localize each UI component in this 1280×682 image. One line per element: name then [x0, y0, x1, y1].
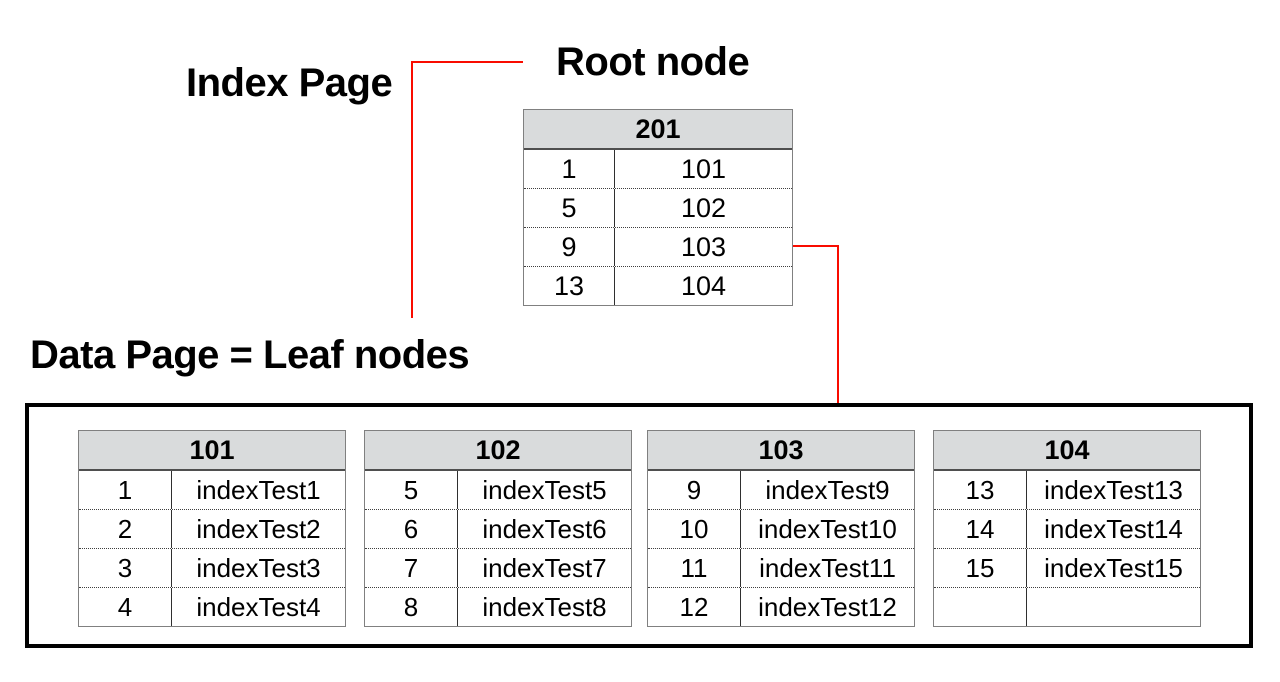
- key-cell: 12: [648, 588, 741, 626]
- key-cell: 11: [648, 549, 741, 587]
- root-node-table: 201 1 101 5 102 9 103 13 104: [523, 109, 793, 306]
- table-row: 7 indexTest7: [365, 548, 631, 587]
- key-cell: 6: [365, 510, 458, 548]
- table-row: 2 indexTest2: [79, 509, 345, 548]
- table-body: 1 indexTest1 2 indexTest2 3 indexTest3 4 indexT…: [79, 471, 345, 626]
- table-row: 13 104: [524, 266, 792, 305]
- key-cell: 4: [79, 588, 172, 626]
- data-page-label: Data Page = Leaf nodes: [30, 333, 470, 377]
- table-header: 102: [365, 431, 631, 471]
- value-cell: indexTest11: [759, 552, 896, 583]
- value-cell: 103: [680, 231, 727, 262]
- table-row: 14 indexTest14: [934, 509, 1200, 548]
- value-cell: indexTest13: [1044, 474, 1183, 505]
- table-row: 4 indexTest4: [79, 587, 345, 626]
- table-header: 101: [79, 431, 345, 471]
- key-cell: 5: [365, 471, 458, 509]
- table-row: 6 indexTest6: [365, 509, 631, 548]
- value-cell: indexTest14: [1044, 513, 1183, 544]
- key-cell: 8: [365, 588, 458, 626]
- leaf-table-104: 104 13 indexTest13 14 indexTest14 15 indexTes…: [933, 430, 1201, 627]
- key-cell: 1: [524, 150, 615, 188]
- key-cell: 10: [648, 510, 741, 548]
- key-cell: 7: [365, 549, 458, 587]
- key-cell: 1: [79, 471, 172, 509]
- key-cell: 14: [934, 510, 1027, 548]
- table-body: 1 101 5 102 9 103 13 104: [524, 150, 792, 305]
- value-cell: indexTest4: [196, 591, 321, 622]
- index-page-label: Index Page: [186, 61, 393, 105]
- leaf-table-101: 101 1 indexTest1 2 indexTest2 3 indexTest3 4 in…: [78, 430, 346, 627]
- value-cell: indexTest2: [196, 513, 321, 544]
- value-cell: indexTest7: [482, 552, 607, 583]
- index-page-connector-vertical-line: [411, 61, 413, 318]
- root-to-leaf-connector-horizontal-line: [793, 245, 839, 247]
- table-row: 11 indexTest11: [648, 548, 914, 587]
- table-body: 5 indexTest5 6 indexTest6 7 indexTest7 8 indexT…: [365, 471, 631, 626]
- key-cell: 15: [934, 549, 1027, 587]
- table-row: 15 indexTest15: [934, 548, 1200, 587]
- table-row: 10 indexTest10: [648, 509, 914, 548]
- table-row: [934, 587, 1200, 626]
- value-cell: indexTest3: [196, 552, 321, 583]
- key-cell: 13: [934, 471, 1027, 509]
- table-row: 3 indexTest3: [79, 548, 345, 587]
- table-row: 13 indexTest13: [934, 471, 1200, 509]
- value-cell: indexTest8: [482, 591, 607, 622]
- value-cell: indexTest1: [196, 474, 321, 505]
- key-cell: 3: [79, 549, 172, 587]
- table-row: 5 indexTest5: [365, 471, 631, 509]
- value-cell: indexTest15: [1044, 552, 1183, 583]
- table-header: 103: [648, 431, 914, 471]
- table-row: 5 102: [524, 188, 792, 227]
- value-cell: 102: [680, 192, 727, 223]
- key-cell: 9: [524, 228, 615, 266]
- table-row: 1 indexTest1: [79, 471, 345, 509]
- key-cell: 2: [79, 510, 172, 548]
- value-cell: indexTest9: [765, 474, 890, 505]
- value-cell: [1027, 588, 1200, 626]
- table-row: 8 indexTest8: [365, 587, 631, 626]
- leaf-table-102: 102 5 indexTest5 6 indexTest6 7 indexTest7 8 in…: [364, 430, 632, 627]
- value-cell: indexTest6: [482, 513, 607, 544]
- root-to-leaf-connector-vertical-line: [837, 245, 839, 419]
- root-node-label: Root node: [556, 40, 750, 84]
- leaf-table-103: 103 9 indexTest9 10 indexTest10 11 indexTest1…: [647, 430, 915, 627]
- key-cell: 5: [524, 189, 615, 227]
- key-cell: [934, 588, 1027, 626]
- table-header: 201: [524, 110, 792, 150]
- value-cell: 101: [680, 153, 727, 184]
- value-cell: indexTest12: [758, 591, 897, 622]
- index-page-connector-horizontal-line: [411, 61, 523, 63]
- value-cell: 104: [680, 270, 727, 301]
- value-cell: indexTest5: [482, 474, 607, 505]
- table-body: 9 indexTest9 10 indexTest10 11 indexTest11 12 i…: [648, 471, 914, 626]
- key-cell: 9: [648, 471, 741, 509]
- table-header: 104: [934, 431, 1200, 471]
- table-row: 1 101: [524, 150, 792, 188]
- table-row: 9 indexTest9: [648, 471, 914, 509]
- key-cell: 13: [524, 267, 615, 305]
- table-row: 12 indexTest12: [648, 587, 914, 626]
- table-row: 9 103: [524, 227, 792, 266]
- table-body: 13 indexTest13 14 indexTest14 15 indexTest15: [934, 471, 1200, 626]
- value-cell: indexTest10: [758, 513, 897, 544]
